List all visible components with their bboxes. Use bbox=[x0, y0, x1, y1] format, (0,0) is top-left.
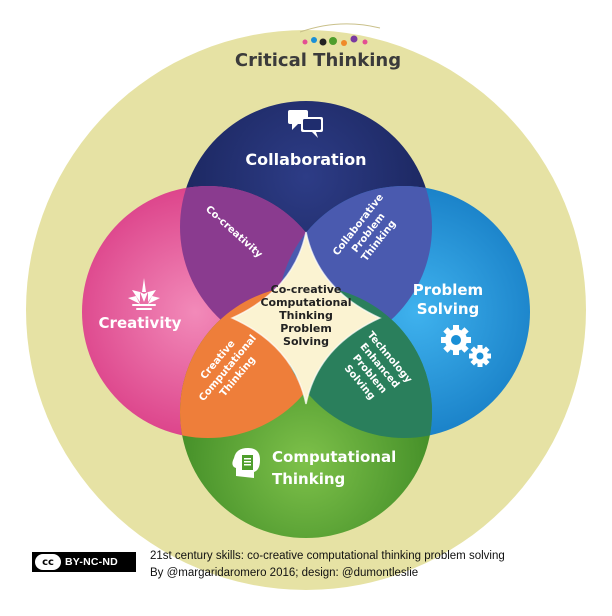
head-document-icon bbox=[232, 448, 260, 478]
footer-credits: By @margaridaromero 2016; design: @dumon… bbox=[150, 567, 419, 579]
chat-bubbles-icon bbox=[288, 110, 323, 138]
center-label: Co-creative Computational Thinking Probl… bbox=[260, 283, 351, 348]
svg-text:Computational: Computational bbox=[260, 296, 351, 309]
footer-caption: 21st century skills: co-creative computa… bbox=[150, 550, 505, 562]
center-star bbox=[232, 232, 380, 404]
computational-thinking-label-line1: Computational bbox=[272, 448, 396, 466]
svg-text:Thinking: Thinking bbox=[279, 309, 333, 322]
computational-thinking-label-line2: Thinking bbox=[272, 470, 345, 488]
lotus-icon bbox=[128, 278, 160, 310]
svg-text:Problem: Problem bbox=[280, 322, 332, 335]
license-label: BY-NC-ND bbox=[65, 556, 118, 568]
svg-text:Solving: Solving bbox=[283, 335, 329, 348]
collaboration-label: Collaboration bbox=[245, 150, 366, 169]
title: Critical Thinking bbox=[235, 50, 401, 71]
creativity-label: Creativity bbox=[99, 314, 182, 332]
svg-text:Co-creative: Co-creative bbox=[271, 283, 342, 296]
footer: cc BY-NC-ND 21st century skills: co-crea… bbox=[32, 548, 592, 592]
problem-solving-label-line2: Solving bbox=[417, 300, 480, 318]
decorative-dots-icon bbox=[299, 23, 381, 46]
gears-icon bbox=[441, 325, 491, 367]
cc-icon: cc bbox=[35, 554, 61, 570]
license-badge[interactable]: cc BY-NC-ND bbox=[32, 552, 136, 572]
problem-solving-label-line1: Problem bbox=[413, 281, 483, 299]
